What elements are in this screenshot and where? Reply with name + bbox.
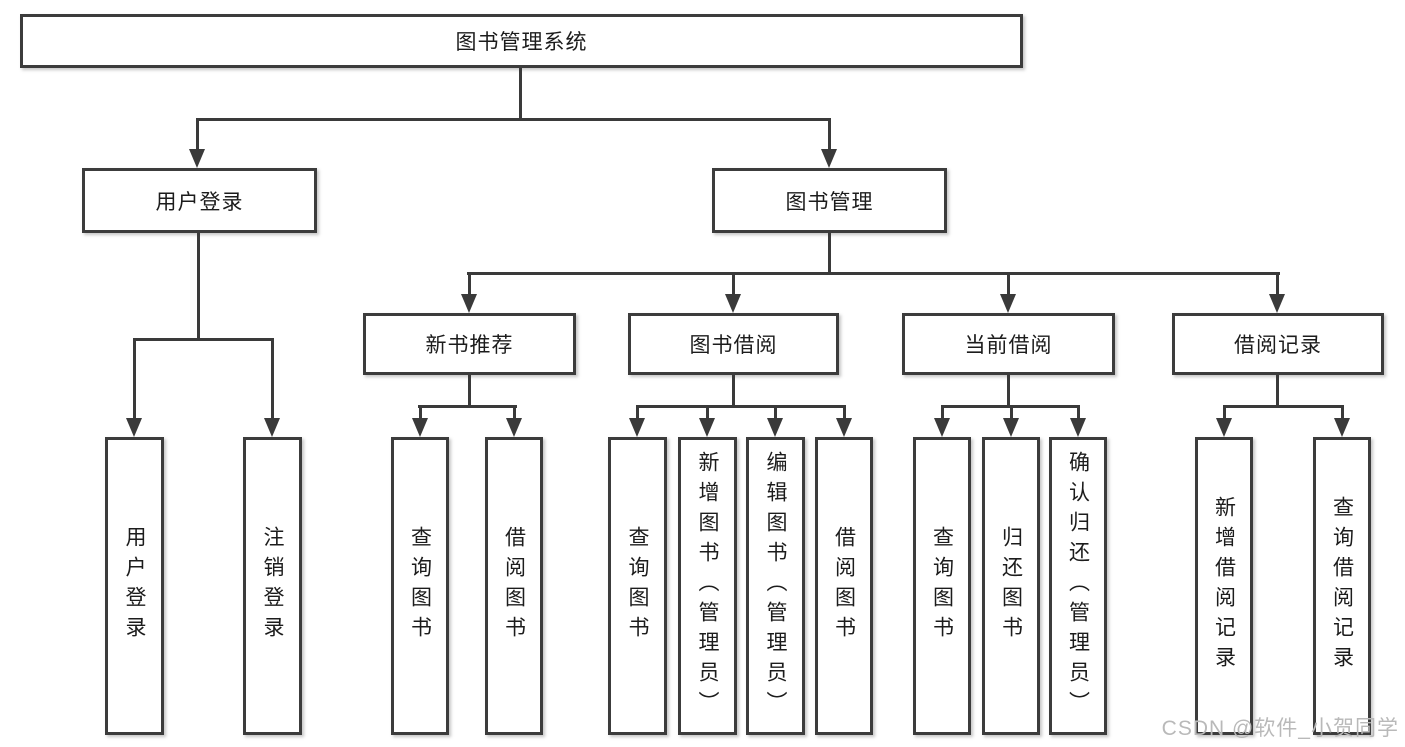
connector-g3-stem (732, 375, 735, 407)
leaf-return-books-label: 归还图书 (999, 526, 1023, 646)
connector-g3-drop-4 (843, 405, 846, 419)
arrow-down-icon (1000, 294, 1016, 313)
node-current-borrow: 当前借阅 (902, 313, 1115, 375)
arrow-down-icon (699, 418, 715, 437)
node-book-management-label: 图书管理 (785, 190, 874, 214)
arrow-down-icon (725, 294, 741, 313)
connector-g4-drop-2 (1010, 405, 1013, 419)
connector-root-stem (519, 68, 522, 120)
connector-g2-rail (418, 405, 517, 408)
node-book-borrow: 图书借阅 (628, 313, 839, 375)
arrow-down-icon (1334, 418, 1350, 437)
arrow-down-icon (506, 418, 522, 437)
arrow-down-icon (1216, 418, 1232, 437)
connector-g5-stem (1276, 375, 1279, 407)
node-root-label: 图书管理系统 (455, 31, 588, 54)
leaf-confirm-return-admin: 确认归还（管理员） (1049, 437, 1107, 735)
connector-l2-rail (196, 118, 831, 121)
connector-g2-drop-2 (513, 405, 516, 419)
arrow-down-icon (629, 418, 645, 437)
node-borrow-records-label: 借阅记录 (1234, 334, 1322, 357)
node-current-borrow-label: 当前借阅 (964, 334, 1053, 357)
node-user-login-label: 用户登录 (155, 190, 244, 214)
node-new-book-recommend: 新书推荐 (363, 313, 576, 375)
leaf-logout-label: 注销登录 (261, 526, 284, 646)
connector-l3-rail (467, 272, 1280, 275)
connector-g3-drop-2 (706, 405, 709, 419)
watermark: CSDN @软件_小贺同学 (1161, 717, 1399, 740)
connector-g5-drop-1 (1223, 405, 1226, 419)
arrow-down-icon (264, 418, 280, 437)
arrow-down-icon (821, 149, 837, 168)
leaf-edit-book-admin-label: 编辑图书（管理员） (764, 451, 787, 721)
connector-g4-stem (1007, 375, 1010, 407)
connector-userlogin-rail (133, 338, 274, 341)
leaf-query-books-1: 查询图书 (391, 437, 449, 735)
arrow-down-icon (1070, 418, 1086, 437)
leaf-borrow-books-1-label: 借阅图书 (502, 526, 526, 646)
leaf-query-borrow-record-label: 查询借阅记录 (1330, 496, 1354, 676)
connector-g5-drop-2 (1341, 405, 1344, 419)
connector-userlogin-drop-2 (271, 338, 274, 418)
connector-userlogin-drop-1 (133, 338, 136, 418)
arrow-down-icon (126, 418, 142, 437)
leaf-edit-book-admin: 编辑图书（管理员） (746, 437, 805, 735)
leaf-query-borrow-record: 查询借阅记录 (1313, 437, 1371, 735)
node-new-book-recommend-label: 新书推荐 (425, 334, 514, 357)
connector-l2-drop-right (828, 118, 831, 152)
leaf-add-borrow-record: 新增借阅记录 (1195, 437, 1253, 735)
leaf-add-book-admin: 新增图书（管理员） (678, 437, 737, 735)
leaf-logout: 注销登录 (243, 437, 302, 735)
leaf-query-books-1-label: 查询图书 (408, 526, 432, 646)
node-root: 图书管理系统 (20, 14, 1023, 68)
arrow-down-icon (934, 418, 950, 437)
connector-userlogin-stem (197, 233, 200, 340)
connector-l2-drop-left (196, 118, 199, 152)
arrow-down-icon (412, 418, 428, 437)
arrow-down-icon (189, 149, 205, 168)
connector-l3-drop-3 (1007, 272, 1010, 296)
connector-l3-drop-2 (732, 272, 735, 296)
leaf-query-books-3: 查询图书 (913, 437, 971, 735)
leaf-return-books: 归还图书 (982, 437, 1040, 735)
leaf-query-books-3-label: 查询图书 (930, 526, 954, 646)
node-user-login: 用户登录 (82, 168, 317, 233)
leaf-add-borrow-record-label: 新增借阅记录 (1212, 496, 1236, 676)
node-borrow-records: 借阅记录 (1172, 313, 1384, 375)
arrow-down-icon (1003, 418, 1019, 437)
arrow-down-icon (767, 418, 783, 437)
leaf-query-books-2-label: 查询图书 (626, 526, 649, 646)
connector-g4-drop-1 (941, 405, 944, 419)
node-book-borrow-label: 图书借阅 (689, 334, 778, 357)
arrow-down-icon (1269, 294, 1285, 313)
leaf-borrow-books-2: 借阅图书 (815, 437, 873, 735)
connector-g5-rail (1223, 405, 1344, 408)
leaf-user-login-label: 用户登录 (123, 526, 146, 646)
leaf-query-books-2: 查询图书 (608, 437, 667, 735)
leaf-borrow-books-1: 借阅图书 (485, 437, 543, 735)
arrow-down-icon (461, 294, 477, 313)
arrow-down-icon (836, 418, 852, 437)
connector-l3-drop-4 (1276, 272, 1279, 296)
connector-g3-drop-1 (636, 405, 639, 419)
leaf-borrow-books-2-label: 借阅图书 (832, 526, 856, 646)
node-book-management: 图书管理 (712, 168, 947, 233)
connector-g4-drop-3 (1077, 405, 1080, 419)
connector-g3-rail (636, 405, 845, 408)
connector-g2-stem (468, 375, 471, 407)
connector-bookmgmt-stem (828, 233, 831, 274)
leaf-user-login: 用户登录 (105, 437, 164, 735)
connector-l3-drop-1 (468, 272, 471, 296)
connector-g2-drop-1 (419, 405, 422, 419)
connector-g3-drop-3 (774, 405, 777, 419)
leaf-add-book-admin-label: 新增图书（管理员） (696, 451, 719, 721)
leaf-confirm-return-admin-label: 确认归还（管理员） (1066, 451, 1090, 721)
